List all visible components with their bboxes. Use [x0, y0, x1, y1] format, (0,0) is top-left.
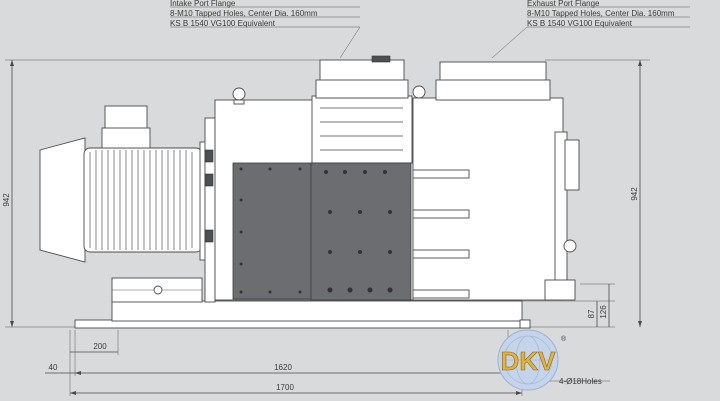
base-center-label: 126 — [599, 305, 608, 319]
intake-note-line2: KS B 1540 VG100 Equivalent — [170, 19, 276, 28]
logo-text: DKV — [501, 346, 557, 376]
exhaust-note-line2: KS B 1540 VG100 Equivalent — [527, 19, 633, 28]
intake-note-title: Intake Port Flange — [170, 0, 236, 8]
pump-stage-2 — [412, 61, 580, 301]
exhaust-note-title: Exhaust Port Flange — [527, 0, 600, 8]
holes-label: 4-Ø18Holes — [559, 377, 602, 386]
left-height-dimension: 942 — [2, 59, 320, 328]
motor-cooling-fins — [89, 150, 193, 250]
logo-registered-mark: ® — [561, 335, 567, 343]
height-label-right: 942 — [630, 187, 639, 201]
motor — [39, 105, 216, 303]
height-label-left: 942 — [2, 193, 11, 207]
exhaust-note-line1: 8-M10 Tapped Holes, Center Dia. 160mm — [527, 9, 675, 18]
dim-40-label: 40 — [49, 363, 58, 372]
exhaust-port-note: Exhaust Port Flange 8-M10 Tapped Holes, … — [491, 0, 690, 59]
base-height-dimensions: 87 126 — [520, 283, 615, 328]
dkv-logo: DKV ® — [497, 329, 567, 391]
bolt-pattern — [239, 167, 393, 294]
dim-1700-label: 1700 — [276, 383, 294, 392]
right-height-dimension: 942 — [545, 59, 650, 327]
intake-note-line1: 8-M10 Tapped Holes, Center Dia. 160mm — [170, 9, 318, 18]
base-height-label: 87 — [587, 309, 596, 318]
dim-200-label: 200 — [93, 342, 107, 351]
base-frame — [74, 300, 531, 329]
intake-port-note: Intake Port Flange 8-M10 Tapped Holes, C… — [170, 0, 361, 59]
pump-stage-1 — [214, 55, 414, 301]
dim-1620-label: 1620 — [274, 363, 292, 372]
